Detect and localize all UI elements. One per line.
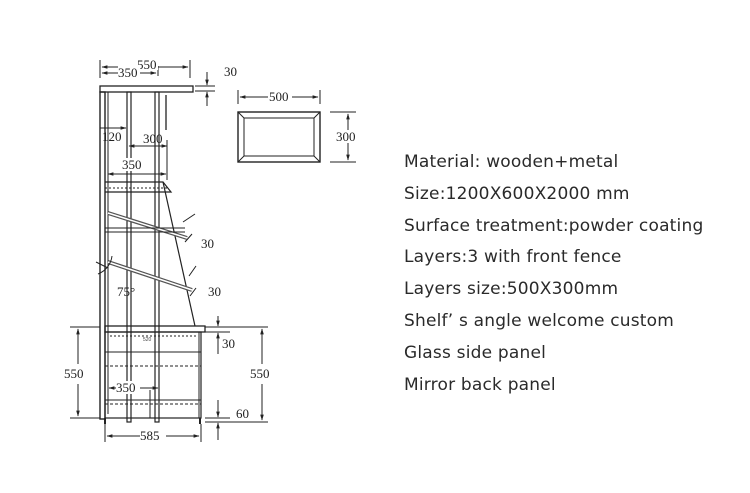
dim-angle-30-lower: 30 bbox=[208, 284, 221, 299]
small-label: 520 bbox=[143, 337, 152, 343]
spec-size: Size:1200X600X2000 mm bbox=[404, 183, 630, 204]
dim-60-base: 60 bbox=[236, 406, 249, 421]
spec-layers-size: Layers size:500X300mm bbox=[404, 279, 619, 300]
spec-shelf-angle: Shelf’ s angle welcome custom bbox=[404, 310, 675, 331]
dim-30-lower: 30 bbox=[222, 336, 235, 351]
dim-550-right: 550 bbox=[250, 366, 270, 381]
dim-500-shelf: 500 bbox=[269, 89, 289, 104]
dim-30-top: 30 bbox=[224, 64, 237, 79]
dim-angle-75: 75° bbox=[117, 284, 135, 299]
dim-angle-30-upper: 30 bbox=[201, 236, 214, 251]
dim-550-top: 550 bbox=[137, 57, 157, 72]
dim-585-base: 585 bbox=[140, 428, 160, 443]
dim-550-left: 550 bbox=[64, 366, 84, 381]
spec-side-panel: Glass side panel bbox=[404, 342, 547, 363]
spec-material: Material: wooden+metal bbox=[404, 152, 619, 172]
dim-300-upper: 300 bbox=[143, 131, 163, 146]
dim-350-top: 350 bbox=[118, 65, 138, 80]
dim-350-inner: 350 bbox=[116, 380, 136, 395]
dim-300-shelf: 300 bbox=[336, 129, 356, 144]
specification-list: Material: wooden+metal Size:1200X600X200… bbox=[404, 150, 744, 404]
dim-350-upper: 350 bbox=[122, 157, 142, 172]
spec-back-panel: Mirror back panel bbox=[404, 374, 556, 395]
spec-layers: Layers:3 with front fence bbox=[404, 247, 622, 268]
dim-120: 120 bbox=[102, 129, 122, 144]
spec-surface-treatment: Surface treatment:powder coating bbox=[404, 215, 704, 236]
